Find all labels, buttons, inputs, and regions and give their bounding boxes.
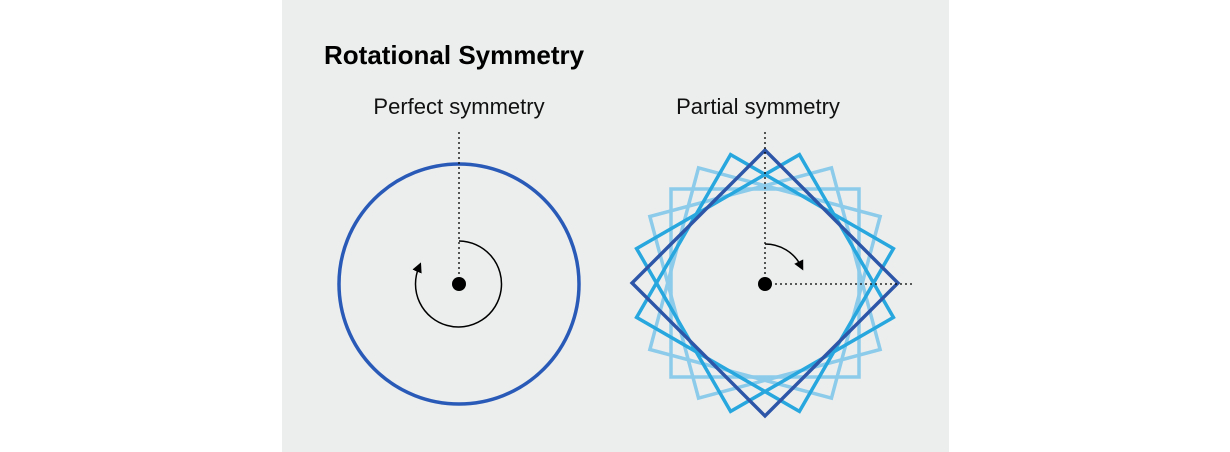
center-point [452, 277, 466, 291]
diagram-title: Rotational Symmetry [324, 40, 585, 70]
rotation-arrow-quarter [764, 243, 804, 271]
symmetry-illustrations [337, 132, 914, 419]
rotation-arrow [412, 240, 503, 328]
square-rotated-minus-15 [647, 165, 883, 401]
square-rotated-60 [634, 152, 896, 414]
diagram-panel: Rotational Symmetry Perfect symmetry Par… [282, 0, 949, 452]
perfect-symmetry-label: Perfect symmetry [373, 94, 545, 119]
square-rotated-15 [647, 165, 883, 401]
perfect-symmetry-figure [337, 132, 581, 406]
center-point-right [758, 277, 772, 291]
square-rotated-45 [629, 147, 901, 419]
square-rotated-30 [634, 152, 896, 414]
partial-symmetry-figure [629, 132, 914, 419]
partial-symmetry-label: Partial symmetry [676, 94, 840, 119]
